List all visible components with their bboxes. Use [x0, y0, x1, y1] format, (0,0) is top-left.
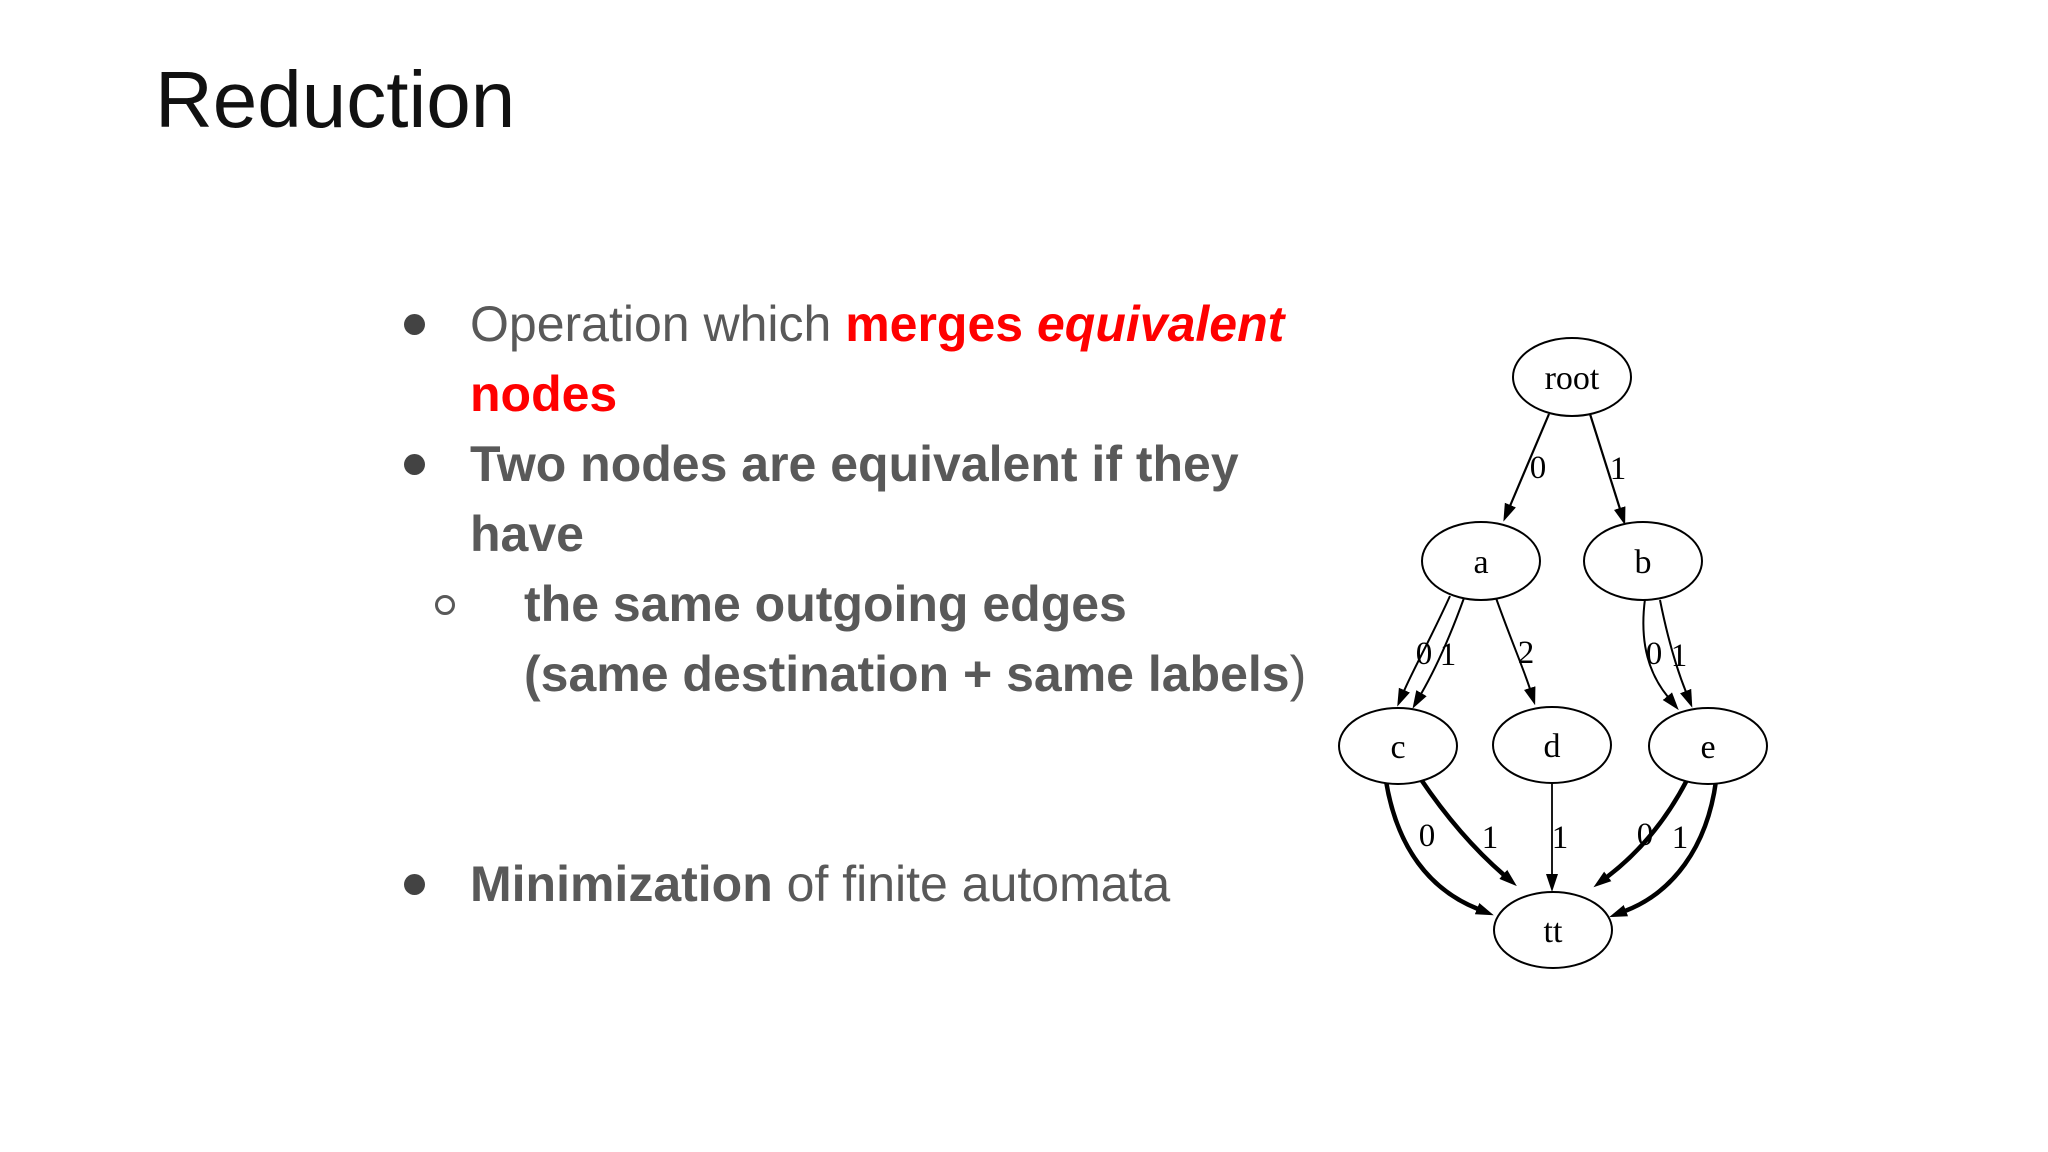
bullet-text-segment: merges	[845, 296, 1037, 352]
graph-edge-b-e-0	[1642, 598, 1679, 711]
graph-node-d	[1492, 706, 1612, 784]
bullet-text-segment: Minimization	[470, 856, 773, 912]
bullet-text-segment: )	[1289, 646, 1307, 702]
bullet-line: the same outgoing edges	[0, 569, 2048, 639]
graph-edge-label-e-tt-1: 1	[1672, 820, 1689, 856]
bullet-disc-icon	[404, 874, 425, 895]
graph-edge-b-e-1	[1659, 599, 1693, 708]
graph-node-a	[1421, 521, 1541, 601]
bullet-text-segment: nodes	[470, 366, 618, 422]
graph-edge-label-c-tt-1: 1	[1482, 820, 1499, 856]
graph-node-label-a: a	[1473, 544, 1488, 581]
graph-edge-label-root-a-0: 0	[1530, 450, 1547, 486]
bullet-line: Minimization of finite automata	[0, 849, 2048, 919]
graph-node-label-root: root	[1545, 360, 1600, 397]
graph-node-label-b: b	[1635, 544, 1652, 581]
bullet-text: Minimization of finite automata	[470, 849, 1170, 919]
graph-node-label-d: d	[1544, 728, 1561, 765]
bullet-text-segment: the same outgoing edges	[524, 576, 1127, 632]
graph-edge-root-a-0	[1503, 413, 1551, 522]
bullet-text: nodes	[470, 359, 617, 429]
graph-edge-root-b-1	[1588, 413, 1626, 526]
bullet-line: (same destination + same labels)	[0, 639, 2048, 709]
graph-edge-e-tt-1	[1609, 780, 1719, 918]
graph-edge-c-tt-1	[1418, 776, 1517, 887]
bullet-text: the same outgoing edges	[524, 569, 1127, 639]
graph-node-e	[1648, 707, 1768, 785]
bullet-text-segment: equivalent	[1036, 296, 1285, 352]
graph-edge-label-d-tt-1: 1	[1552, 820, 1569, 856]
graph-edge-e-tt-0	[1593, 778, 1689, 888]
graph-node-c	[1338, 707, 1458, 785]
bullet-text-segment: Operation which	[470, 296, 846, 352]
page-title: Reduction	[155, 55, 516, 144]
graph-edge-label-b-e-0: 0	[1646, 636, 1663, 672]
bullet-line: nodes	[0, 359, 2048, 429]
graph-edge-a-c-0	[1397, 595, 1451, 707]
graph-node-label-e: e	[1700, 729, 1715, 766]
graph-edge-c-tt-0	[1383, 780, 1494, 916]
graph-node-tt	[1493, 891, 1613, 969]
bullet-text: have	[470, 499, 584, 569]
graph-edge-label-a-c-0: 0	[1416, 636, 1433, 672]
graph-edge-label-b-e-1: 1	[1671, 638, 1688, 674]
graph-edge-label-e-tt-0: 0	[1637, 817, 1654, 853]
graph-edge-label-root-b-1: 1	[1610, 451, 1627, 487]
graph-edge-a-c-1	[1412, 597, 1465, 709]
graph-edge-a-d-2	[1495, 597, 1536, 706]
bullet-text: (same destination + same labels)	[524, 639, 1306, 709]
graph-node-root	[1512, 337, 1632, 417]
bullet-disc-icon	[404, 454, 425, 475]
bullet-text-segment: (same destination + same labels	[524, 646, 1290, 702]
bullet-line: Two nodes are equivalent if they	[0, 429, 2048, 499]
bullet-disc-icon	[404, 314, 425, 335]
graph-edge-label-a-c-1: 1	[1440, 637, 1457, 673]
graph-node-label-tt: tt	[1544, 913, 1563, 950]
bullet-text-segment: Two nodes are equivalent if they	[470, 436, 1239, 492]
bullet-line: Operation which merges equivalent	[0, 289, 2048, 359]
bullet-text: Operation which merges equivalent	[470, 289, 1284, 359]
bullet-line: have	[0, 499, 2048, 569]
graph-edge-label-c-tt-0: 0	[1419, 818, 1436, 854]
graph-node-label-c: c	[1390, 729, 1405, 766]
bullet-circle-icon	[435, 595, 455, 615]
graph-edge-label-a-d-2: 2	[1518, 635, 1535, 671]
bullet-text-segment: of finite automata	[772, 856, 1171, 912]
graph-node-b	[1583, 521, 1703, 601]
bullet-text-segment: have	[470, 506, 584, 562]
bullet-text: Two nodes are equivalent if they	[470, 429, 1239, 499]
